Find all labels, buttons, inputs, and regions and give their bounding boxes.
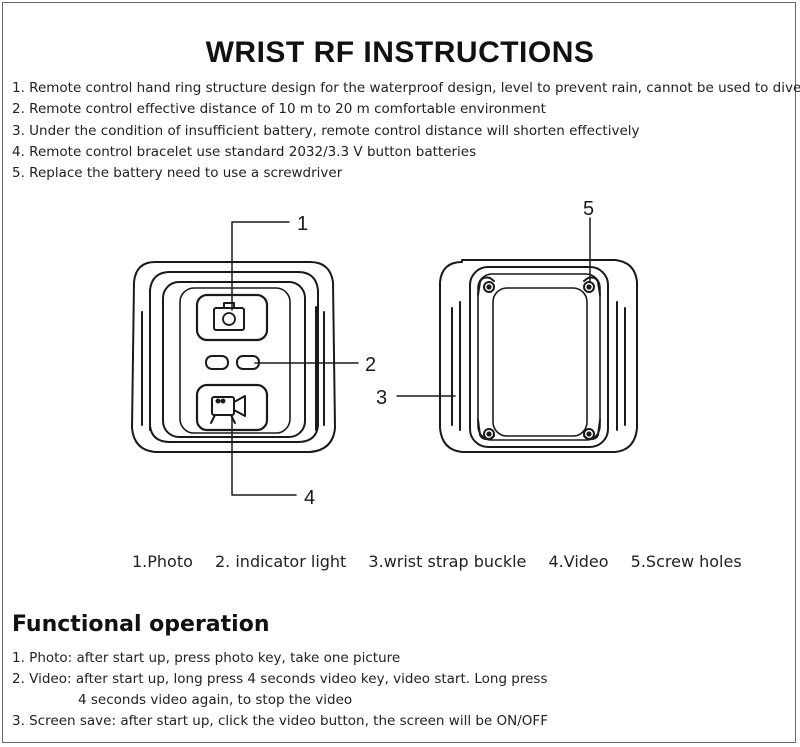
operation-item: 2. Video: after start up, long press 4 s… bbox=[12, 669, 548, 711]
instruction-item: 5. Replace the battery need to use a scr… bbox=[12, 165, 343, 182]
instruction-item: 1. Remote control hand ring structure de… bbox=[12, 80, 800, 96]
indicator-light-left bbox=[205, 355, 229, 370]
instruction-item: 4. Remote control bracelet use standard … bbox=[12, 143, 477, 160]
legend-item: 5.Screw holes bbox=[630, 552, 742, 571]
legend-item: 1.Photo bbox=[132, 552, 193, 571]
callout-number-strap: 3 bbox=[376, 387, 387, 409]
remote-body-outline bbox=[162, 281, 306, 438]
remote-front-view bbox=[131, 261, 336, 453]
remote-diagram: 1 2 3 4 5 bbox=[131, 198, 638, 509]
screw-hole bbox=[483, 428, 495, 440]
operation-item: 1. Photo: after start up, press photo ke… bbox=[12, 650, 401, 666]
screw-hole bbox=[483, 281, 495, 293]
operation-text-continued: 4 seconds video again, to stop the video bbox=[78, 692, 353, 708]
callout-number-video: 4 bbox=[304, 487, 315, 509]
screw-hole bbox=[583, 428, 595, 440]
operation-text: 2. Video: after start up, long press 4 s… bbox=[12, 671, 548, 687]
parts-legend: 1.Photo 2. indicator light 3.wrist strap… bbox=[132, 552, 759, 571]
functional-operation-heading: Functional operation bbox=[12, 612, 270, 637]
callout-line-video bbox=[231, 414, 297, 496]
instruction-item: 3. Under the condition of insufficient b… bbox=[12, 122, 640, 139]
video-camera-icon bbox=[211, 396, 235, 416]
operation-item: 3. Screen save: after start up, click th… bbox=[12, 713, 548, 729]
callout-number-photo: 1 bbox=[297, 213, 308, 235]
callout-number-screws: 5 bbox=[583, 198, 594, 220]
screw-hole bbox=[583, 281, 595, 293]
back-plate bbox=[469, 266, 609, 448]
callout-number-indicator: 2 bbox=[365, 354, 376, 376]
instruction-item: 2. Remote control effective distance of … bbox=[12, 101, 546, 118]
operation-list: 1. Photo: after start up, press photo ke… bbox=[12, 648, 548, 732]
instruction-list: 1. Remote control hand ring structure de… bbox=[12, 78, 800, 184]
legend-item: 4.Video bbox=[548, 552, 609, 571]
camera-icon bbox=[213, 307, 245, 331]
legend-item: 3.wrist strap buckle bbox=[368, 552, 527, 571]
page-title: WRIST RF INSTRUCTIONS bbox=[205, 36, 595, 69]
callout-line-photo bbox=[231, 221, 290, 311]
remote-back-view bbox=[439, 259, 638, 453]
legend-item: 2. indicator light bbox=[215, 552, 347, 571]
